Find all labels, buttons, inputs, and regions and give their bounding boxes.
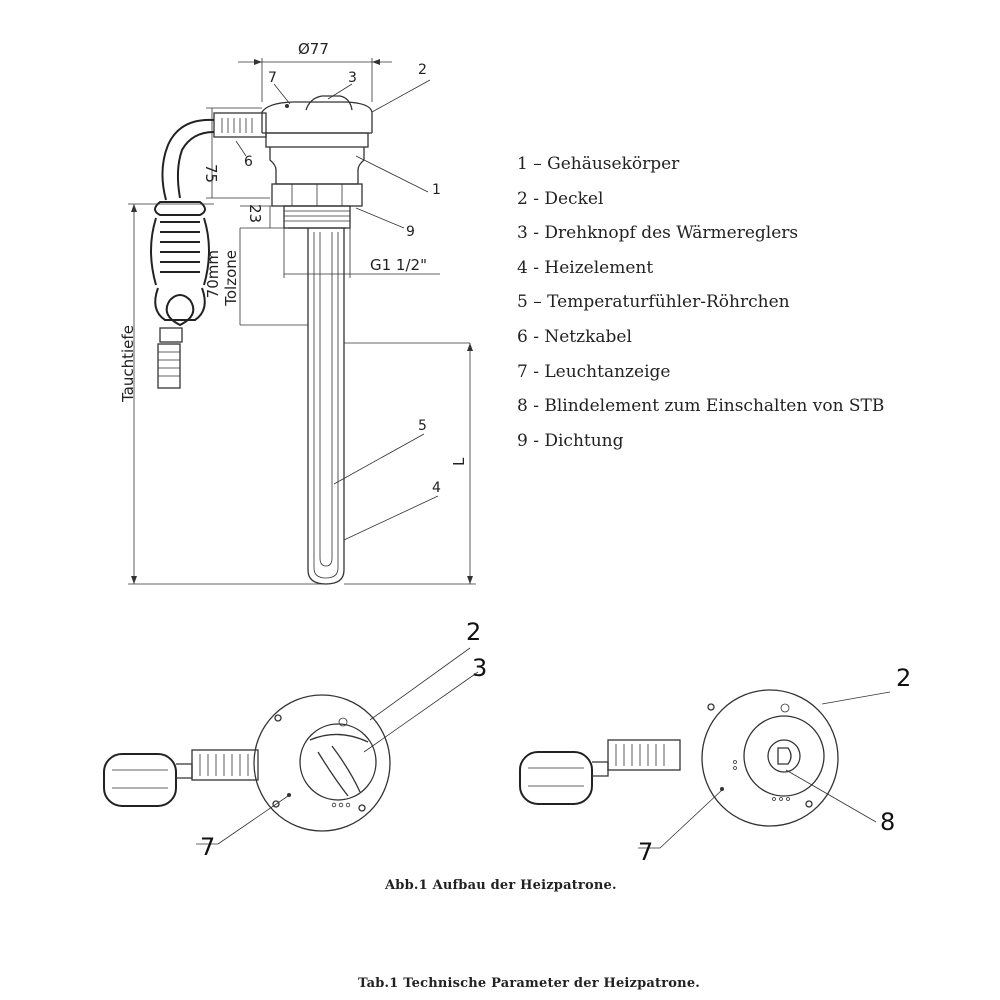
legend-item: 7 - Leuchtanzeige — [517, 361, 671, 382]
top-view-left: 2 3 7 — [103, 618, 487, 861]
callout-right-7: 7 — [638, 838, 653, 866]
heating-element — [307, 228, 345, 585]
callout-left-2: 2 — [466, 618, 481, 646]
cold-zone-label: Tolzone — [222, 250, 240, 307]
legend-item: 5 – Temperaturfühler-Röhrchen — [517, 292, 790, 313]
sensor-tube — [319, 232, 333, 567]
legend-item: 6 - Netzkabel — [517, 326, 632, 347]
callout-left-3: 3 — [472, 654, 487, 682]
callout-right-8: 8 — [880, 808, 895, 836]
side-view — [150, 95, 470, 585]
legend-item: 9 - Dichtung — [517, 430, 624, 451]
legend-item: 1 – Gehäusekörper — [517, 154, 680, 174]
led-dot — [285, 104, 289, 108]
length-label: L — [450, 457, 468, 466]
cover-outline — [261, 101, 373, 133]
legend-item: 4 - Heizelement — [517, 257, 654, 278]
callout-3: 3 — [348, 70, 357, 86]
led-right — [720, 787, 724, 791]
figure-caption: Abb.1 Aufbau der Heizpatrone. — [385, 878, 617, 893]
cover-ring — [265, 132, 369, 148]
cable-gland — [213, 112, 267, 138]
thread-label: G1 1/2" — [370, 256, 427, 274]
knob-outline — [305, 95, 353, 111]
callout-5: 5 — [418, 418, 427, 434]
parts-legend: 1 – Gehäusekörper 2 - Deckel 3 - Drehkno… — [517, 152, 884, 463]
top-view-right: 2 8 7 — [519, 664, 911, 866]
cover-circle-right — [701, 689, 839, 827]
housing-outline — [269, 147, 365, 185]
callout-7: 7 — [268, 70, 277, 86]
dimensions: Ø77 75 23 G1 1/2" 70mm Tolzone Tauchtief… — [119, 40, 476, 585]
callout-left-7: 7 — [200, 833, 215, 861]
thread — [283, 205, 351, 229]
height-thread-label: 23 — [246, 204, 264, 223]
callout-4: 4 — [432, 480, 441, 496]
callout-9: 9 — [406, 224, 415, 240]
diameter-label: Ø77 — [298, 40, 329, 58]
knob-circle — [299, 723, 377, 801]
legend-item: 3 - Drehknopf des Wärmereglers — [517, 223, 799, 244]
callout-1: 1 — [432, 182, 441, 198]
legend-item: 2 - Deckel — [517, 188, 604, 209]
cold-zone-value: 70mm — [204, 250, 222, 298]
cover-circle-left — [253, 694, 391, 832]
table-caption: Tab.1 Technische Parameter der Heizpatro… — [358, 976, 701, 991]
blind-element — [767, 739, 801, 773]
power-cable — [161, 118, 215, 201]
callout-2: 2 — [418, 62, 427, 78]
height-top-label: 75 — [202, 164, 220, 183]
callout-right-2: 2 — [896, 664, 911, 692]
callout-6: 6 — [244, 154, 253, 170]
legend-item: 8 - Blindelement zum Einschalten von STB — [517, 396, 885, 417]
side-callouts: 7 3 2 6 1 9 5 4 — [235, 62, 441, 541]
immersion-depth-label: Tauchtiefe — [119, 325, 137, 403]
